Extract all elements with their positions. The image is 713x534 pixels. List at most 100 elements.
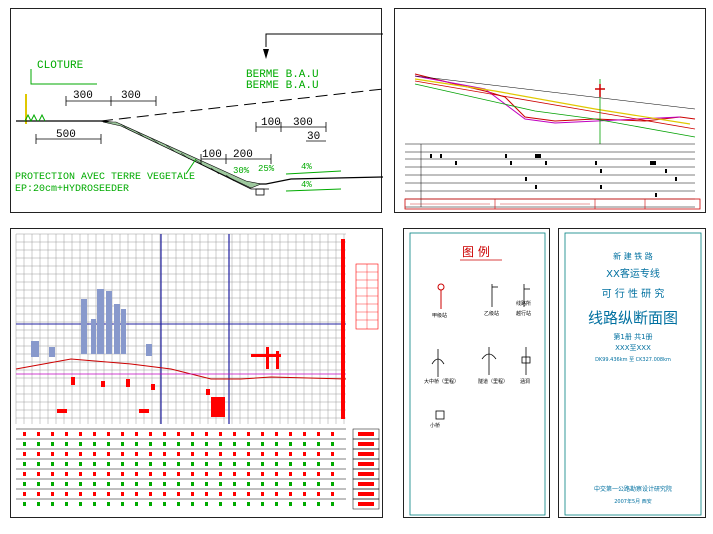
table-cell-mark	[65, 482, 68, 486]
table-cell-mark	[23, 432, 26, 436]
table-cell-mark	[121, 472, 124, 476]
table-cell-mark	[51, 492, 54, 496]
vegetal-layer	[102, 121, 263, 189]
table-cell-mark	[191, 452, 194, 456]
cover-panel: 新 建 铁 路 XX客运专线 可 行 性 研 究 线路纵断面图 第1册 共1册 …	[558, 228, 706, 518]
table-cell-mark	[233, 472, 236, 476]
table-cell-mark	[93, 432, 96, 436]
table-cell-mark	[79, 452, 82, 456]
table-cell-mark	[219, 462, 222, 466]
table-cell-mark	[261, 442, 264, 446]
table-label-mark	[358, 482, 374, 486]
legend-title: 图 例	[462, 245, 490, 259]
table-cell-mark	[93, 462, 96, 466]
legend-frame	[409, 232, 546, 516]
table-cell-mark	[65, 452, 68, 456]
design-line	[414, 75, 681, 124]
legend-item-7: 涵洞	[520, 378, 530, 385]
table-cell-mark	[37, 492, 40, 496]
table-cell-mark	[331, 482, 334, 486]
table-cell-mark	[79, 462, 82, 466]
table-cell-mark	[149, 432, 152, 436]
table-cell-mark	[177, 492, 180, 496]
table-cell-mark	[233, 502, 236, 506]
cloture-leader	[30, 69, 97, 85]
dim-300-a: 300	[73, 90, 93, 102]
table-cell-mark	[163, 462, 166, 466]
table-cell-mark	[79, 432, 82, 436]
table-cell-mark	[205, 492, 208, 496]
cloture-label: CLOTURE	[37, 60, 84, 72]
cover-line-7: DK99.436km 至 CK327.008km	[595, 357, 671, 363]
table-cell-mark	[93, 502, 96, 506]
table-label-mark	[358, 472, 374, 476]
table-cell-mark	[191, 482, 194, 486]
table-cell-mark	[317, 462, 320, 466]
table-cell-mark	[135, 462, 138, 466]
table-cell-mark	[149, 442, 152, 446]
table-cell-mark	[275, 492, 278, 496]
pavement-dashed-line	[100, 88, 383, 122]
table-cell-mark	[93, 442, 96, 446]
cross-section-panel: CLOTURE 300 300 500	[10, 8, 383, 213]
table-cell-mark	[23, 462, 26, 466]
drain-box	[255, 188, 265, 196]
table-cell-mark	[233, 442, 236, 446]
table-cell-mark	[107, 452, 110, 456]
table-cell-mark	[37, 482, 40, 486]
table-cell-mark	[317, 472, 320, 476]
legend-item-6: 隧道（里程）	[478, 378, 508, 385]
grid-lines	[15, 233, 346, 424]
table-cell-mark	[331, 472, 334, 476]
table-cell-mark	[163, 502, 166, 506]
table-cell-mark	[65, 462, 68, 466]
table-cell-mark	[107, 482, 110, 486]
table-cell-mark	[191, 492, 194, 496]
table-cell-mark	[275, 452, 278, 456]
legend-item-8: 小桥	[430, 422, 440, 429]
table-label-mark	[358, 502, 374, 506]
table-cell-mark	[289, 442, 292, 446]
table-cell-mark	[121, 442, 124, 446]
table-cell-mark	[247, 452, 250, 456]
cover-date: 2007年5月 西安	[614, 498, 652, 505]
table-cell-mark	[163, 472, 166, 476]
table-cell-mark	[107, 432, 110, 436]
table-cell-mark	[79, 502, 82, 506]
table-cell-mark	[65, 442, 68, 446]
table-label-mark	[358, 492, 374, 496]
protection-label-1: PROTECTION AVEC TERRE VEGETALE	[15, 172, 195, 183]
table-cell-mark	[177, 452, 180, 456]
table-cell-mark	[65, 502, 68, 506]
table-cell-mark	[149, 482, 152, 486]
table-cell-mark	[331, 492, 334, 496]
table-cell-mark	[23, 482, 26, 486]
table-cell-mark	[331, 442, 334, 446]
table-cell-mark	[289, 462, 292, 466]
table-cell-mark	[135, 472, 138, 476]
title-strip	[404, 198, 701, 210]
table-cell-mark	[23, 452, 26, 456]
table-cell-mark	[107, 492, 110, 496]
cover-sheet: 新 建 铁 路 XX客运专线 可 行 性 研 究 线路纵断面图 第1册 共1册 …	[564, 232, 702, 516]
berme-label-2: BERME B.A.U	[246, 80, 319, 92]
table-cell-mark	[317, 502, 320, 506]
table-cell-mark	[289, 502, 292, 506]
table-cell-mark	[261, 462, 264, 466]
table-cell-mark	[163, 452, 166, 456]
table-cell-mark	[79, 442, 82, 446]
dim-500: 500	[56, 129, 76, 141]
table-label-mark	[358, 462, 374, 466]
table-cell-mark	[261, 492, 264, 496]
cover-institute: 中交第一公路勘察设计研究院	[594, 485, 672, 493]
green-line	[414, 83, 696, 138]
table-cell-mark	[205, 482, 208, 486]
dim-100-b: 100	[202, 149, 222, 161]
table-cell-mark	[191, 442, 194, 446]
table-cell-mark	[317, 442, 320, 446]
small-profile-drawing	[404, 73, 701, 210]
table-cell-mark	[261, 452, 264, 456]
table-cell-mark	[51, 432, 54, 436]
table-cell-mark	[247, 492, 250, 496]
cover-frame	[564, 232, 702, 516]
